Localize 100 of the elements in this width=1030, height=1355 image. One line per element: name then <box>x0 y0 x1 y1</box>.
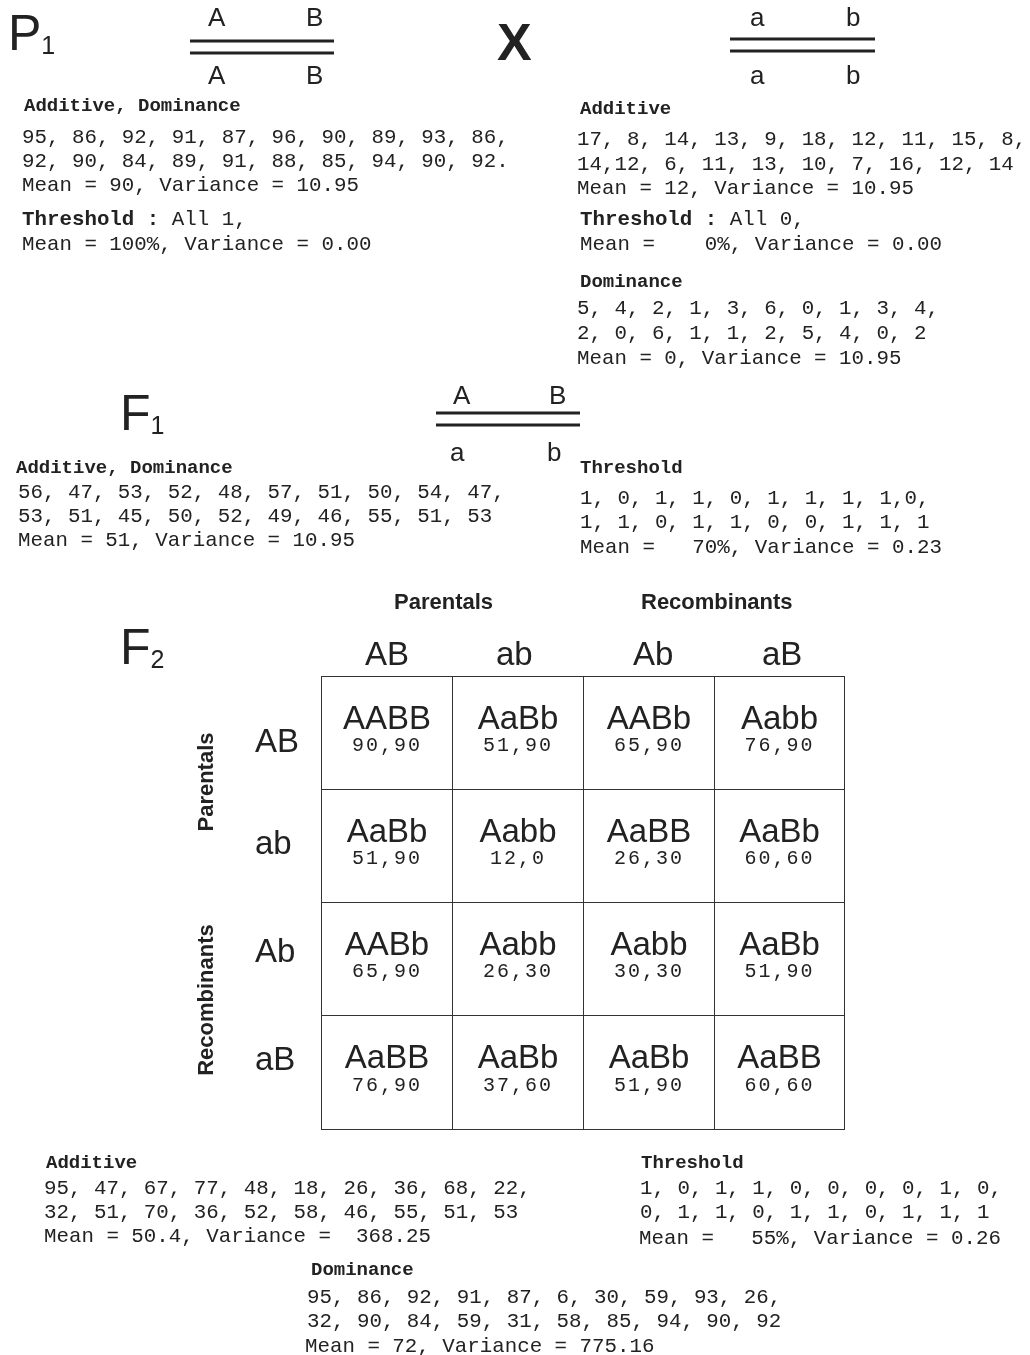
allele-label: b <box>846 62 861 88</box>
gamete-header: Ab <box>633 637 674 670</box>
trait-heading: Dominance <box>580 273 683 292</box>
punnett-cell <box>714 1015 845 1130</box>
row-group-header: Recombinants <box>195 924 217 1076</box>
data-text: 32, 90, 84, 59, 31, 58, 85, 94, 90, 92 <box>307 1312 782 1333</box>
genotype-text: AaBb <box>739 926 820 962</box>
data-text: 95, 86, 92, 91, 87, 96, 90, 89, 93, 86, <box>22 128 509 149</box>
trait-heading: Dominance <box>311 1261 414 1280</box>
data-text: Mean = 100%, Variance = 0.00 <box>22 235 372 256</box>
data-text: 17, 8, 14, 13, 9, 18, 12, 11, 15, 8, <box>577 130 1027 151</box>
column-group-header: Recombinants <box>641 591 793 613</box>
phenotype-values: 51,90 <box>483 735 553 758</box>
data-text: 32, 51, 70, 36, 52, 58, 46, 55, 51, 53 <box>44 1203 519 1224</box>
punnett-cell <box>321 1015 453 1130</box>
data-text: Mean = 70%, Variance = 0.23 <box>580 538 942 559</box>
allele-label: B <box>549 382 567 408</box>
gamete-header: ab <box>255 826 292 859</box>
column-group-header: Parentals <box>394 591 494 613</box>
allele-label: a <box>750 4 765 30</box>
data-text: Threshold : All 1, <box>22 210 247 231</box>
genotype-text: AaBb <box>739 813 820 849</box>
phenotype-values: 60,60 <box>744 1074 815 1097</box>
genotype-text: Aabb <box>740 700 819 736</box>
trait-heading: Additive, Dominance <box>24 97 241 116</box>
data-text: Mean = 90, Variance = 10.95 <box>22 176 359 197</box>
phenotype-values: 51,90 <box>614 1074 684 1097</box>
trait-heading: Additive, Dominance <box>16 459 233 478</box>
data-text: Mean = 55%, Variance = 0.26 <box>639 1229 1001 1250</box>
phenotype-values: 26,30 <box>614 848 684 871</box>
data-text: 0, 1, 1, 0, 1, 1, 0, 1, 1, 1 <box>640 1203 990 1224</box>
phenotype-values: 51,90 <box>744 961 815 984</box>
punnett-cell <box>714 676 845 790</box>
genotype-text: AaBB <box>737 1040 822 1075</box>
genotype-text: AaBb <box>477 700 559 736</box>
data-text: Mean = 0%, Variance = 0.00 <box>580 235 942 256</box>
genotype-text: AABB <box>342 700 431 736</box>
allele-label: A <box>453 382 471 408</box>
genotype-text: Aabb <box>610 926 688 962</box>
punnett-cell <box>321 676 453 790</box>
phenotype-values: 65,90 <box>614 735 684 758</box>
trait-heading: Threshold <box>641 1154 744 1173</box>
phenotype-values: 76,90 <box>352 1074 422 1097</box>
data-text: 14,12, 6, 11, 13, 10, 7, 16, 12, 14 <box>577 155 1014 176</box>
genotype-text: AaBb <box>608 1040 690 1075</box>
genotype-text: Aabb <box>479 926 557 962</box>
data-text: 2, 0, 6, 1, 1, 2, 5, 4, 0, 2 <box>577 324 927 345</box>
allele-label: B <box>306 62 324 88</box>
generation-label: P$_{1}$ <box>8 8 56 58</box>
data-text: Mean = 0, Variance = 10.95 <box>577 349 902 370</box>
allele-label: B <box>306 4 324 30</box>
gamete-header: AB <box>365 637 410 670</box>
genotype-text: AABb <box>606 700 692 736</box>
phenotype-values: 65,90 <box>352 961 422 984</box>
allele-label: A <box>208 62 226 88</box>
data-text: 53, 51, 45, 50, 52, 49, 46, 55, 51, 53 <box>18 507 493 528</box>
phenotype-values: 12,0 <box>490 848 546 871</box>
data-text: Mean = 50.4, Variance = 368.25 <box>44 1227 431 1248</box>
data-text: 95, 47, 67, 77, 48, 18, 26, 36, 68, 22, <box>44 1179 531 1200</box>
gamete-header: ab <box>496 637 533 670</box>
genotype-text: Aabb <box>479 813 557 849</box>
data-text: 5, 4, 2, 1, 3, 6, 0, 1, 3, 4, <box>577 299 939 320</box>
data-text: 1, 0, 1, 1, 0, 1, 1, 1, 1,0, <box>580 489 930 510</box>
data-text: 56, 47, 53, 52, 48, 57, 51, 50, 54, 47, <box>18 483 505 504</box>
phenotype-values: 51,90 <box>352 848 422 871</box>
data-text: Threshold : All 0, <box>580 210 805 231</box>
data-text: Mean = 51, Variance = 10.95 <box>18 531 355 552</box>
data-text: 1, 1, 0, 1, 1, 0, 0, 1, 1, 1 <box>580 513 930 534</box>
trait-heading: Additive <box>580 100 672 119</box>
data-text: 92, 90, 84, 89, 91, 88, 85, 94, 90, 92. <box>22 152 509 173</box>
gamete-header: AB <box>255 724 300 757</box>
phenotype-values: 30,30 <box>614 961 684 984</box>
allele-label: b <box>547 439 562 465</box>
genotype-text: AaBB <box>344 1040 430 1075</box>
genotype-text: AABb <box>344 926 430 962</box>
genotype-text: AaBb <box>477 1040 559 1075</box>
allele-label: b <box>846 4 861 30</box>
trait-heading: Threshold <box>580 459 683 478</box>
data-text: Mean = 12, Variance = 10.95 <box>577 179 914 200</box>
allele-label: A <box>208 4 226 30</box>
cross-symbol: X <box>497 16 532 68</box>
trait-heading: Additive <box>46 1154 138 1173</box>
generation-label: F$_{2}$ <box>120 622 165 672</box>
genotype-text: AaBB <box>606 813 692 849</box>
phenotype-values: 60,60 <box>744 848 815 871</box>
gamete-header: aB <box>255 1042 296 1075</box>
data-text: 95, 86, 92, 91, 87, 6, 30, 59, 93, 26, <box>307 1288 782 1309</box>
gamete-header: aB <box>762 637 803 670</box>
data-text: 1, 0, 1, 1, 0, 0, 0, 0, 1, 0, <box>640 1179 1002 1200</box>
phenotype-values: 37,60 <box>483 1074 553 1097</box>
data-text: Mean = 72, Variance = 775.16 <box>305 1337 655 1355</box>
phenotype-values: 26,30 <box>483 961 553 984</box>
allele-label: a <box>750 62 765 88</box>
genotype-text: AaBb <box>346 813 428 849</box>
gamete-header: Ab <box>255 934 296 967</box>
phenotype-values: 90,90 <box>352 735 422 758</box>
allele-label: a <box>450 439 465 465</box>
generation-label: F$_{1}$ <box>120 388 165 438</box>
row-group-header: Parentals <box>195 732 217 832</box>
phenotype-values: 76,90 <box>744 735 815 758</box>
